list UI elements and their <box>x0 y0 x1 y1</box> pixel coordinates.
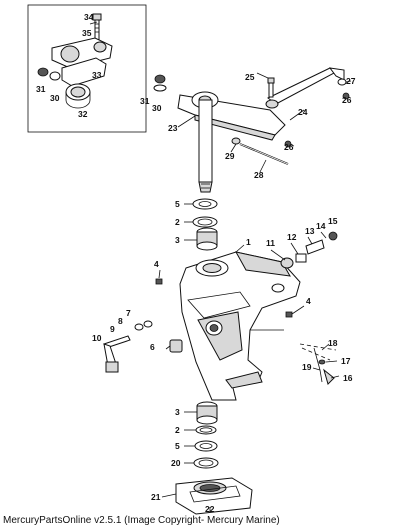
callout-26-upper: 26 <box>342 95 352 105</box>
callout-33: 33 <box>92 70 102 80</box>
bushing-3-upper <box>196 227 218 251</box>
callout-5-upper: 5 <box>175 199 180 209</box>
callout-21: 21 <box>151 492 161 502</box>
bushing-32 <box>65 83 91 109</box>
callout-31: 31 <box>140 96 150 106</box>
callout-4-left: 4 <box>154 259 159 269</box>
callout-25: 25 <box>245 72 255 82</box>
callout-5-lower: 5 <box>175 441 180 451</box>
clamp-lower-33 <box>61 57 107 87</box>
callout-30-inset: 30 <box>50 93 60 103</box>
inset-detail <box>27 4 147 133</box>
callout-35: 35 <box>82 28 92 38</box>
washer-2-upper <box>192 216 218 228</box>
nut-31 <box>37 67 49 77</box>
callout-2-upper: 2 <box>175 217 180 227</box>
callout-27: 27 <box>346 76 356 86</box>
copyright-footer: MercuryPartsOnline v2.5.1 (Image Copyrig… <box>3 515 280 526</box>
callout-11: 11 <box>266 238 275 248</box>
callout-12: 12 <box>287 232 297 242</box>
callout-3-upper: 3 <box>175 235 180 245</box>
upper-bushing-stack <box>192 198 218 251</box>
bolt-34 <box>92 13 102 41</box>
steering-column-23 <box>198 99 213 193</box>
right-hardware <box>280 231 338 385</box>
callout-22: 22 <box>205 504 215 514</box>
callout-10: 10 <box>92 333 102 343</box>
callout-9: 9 <box>110 324 115 334</box>
steering-arm-assembly <box>153 67 350 193</box>
callout-26-lower: 26 <box>284 142 294 152</box>
callout-30: 30 <box>152 103 162 113</box>
callout-19: 19 <box>302 362 312 372</box>
callout-34: 34 <box>84 12 94 22</box>
callout-14: 14 <box>316 221 326 231</box>
callout-18: 18 <box>328 338 338 348</box>
washer-5-upper <box>192 198 218 210</box>
callout-3-lower: 3 <box>175 407 180 417</box>
callout-7: 7 <box>126 308 131 318</box>
callout-31-inset: 31 <box>36 84 46 94</box>
callout-29: 29 <box>225 151 235 161</box>
callout-15: 15 <box>328 216 338 226</box>
callout-4-right: 4 <box>306 296 311 306</box>
callout-1: 1 <box>246 237 251 247</box>
callout-32: 32 <box>78 109 88 119</box>
callout-17: 17 <box>341 356 351 366</box>
lower-yoke-21 <box>175 477 253 515</box>
callout-24: 24 <box>298 107 308 117</box>
callout-28: 28 <box>254 170 264 180</box>
lower-bushing-stack <box>193 401 219 469</box>
callout-20: 20 <box>171 458 181 468</box>
swivel-bracket-1 <box>179 251 301 401</box>
callout-23: 23 <box>168 123 178 133</box>
callout-8: 8 <box>118 316 123 326</box>
bushing-3-lower <box>196 401 218 425</box>
washer-30 <box>49 71 61 81</box>
callout-16: 16 <box>343 373 353 383</box>
callout-13: 13 <box>305 226 315 236</box>
leader-lines <box>158 72 352 512</box>
callout-2-lower: 2 <box>175 425 180 435</box>
left-hardware <box>103 278 183 373</box>
callouts: 34 35 33 31 30 32 25 27 26 31 30 24 23 2… <box>36 12 356 514</box>
callout-6: 6 <box>150 342 155 352</box>
